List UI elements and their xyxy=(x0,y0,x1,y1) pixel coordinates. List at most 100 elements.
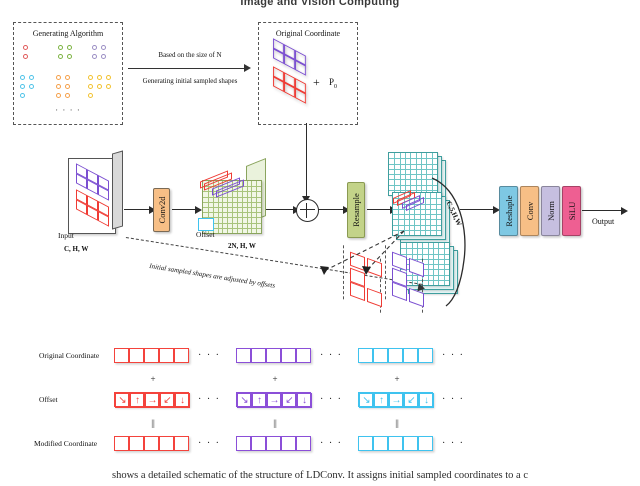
offset-grid-line xyxy=(203,222,261,224)
feature-cube-middle-grid xyxy=(393,229,441,231)
table-cell xyxy=(159,436,174,451)
resample-label: Resample xyxy=(351,193,361,227)
feature-cube-bottom-grid xyxy=(401,248,449,250)
offset-arrow-glyph: ↘ xyxy=(237,393,252,408)
table-operator: + xyxy=(150,374,156,384)
offset-arrow-glyph: → xyxy=(389,393,404,408)
arrow-sum-to-resample xyxy=(318,204,350,215)
offset-grid-line xyxy=(203,212,261,214)
sum-node xyxy=(296,199,319,222)
table-operator: || xyxy=(273,418,277,428)
feature-cube-middle-grid xyxy=(393,224,441,226)
group-orange-dot xyxy=(65,75,70,80)
group-orange-dot xyxy=(56,93,61,98)
table-ellipsis: · · · xyxy=(198,350,221,361)
table-cell xyxy=(251,436,266,451)
final-block-label: Norm xyxy=(545,201,556,221)
group-yellow-dot xyxy=(97,84,102,89)
table-cell xyxy=(358,436,373,451)
final-block-norm[interactable]: Norm xyxy=(541,186,560,236)
group-orange-dot xyxy=(56,84,61,89)
group-purple-dot xyxy=(92,45,97,50)
group-purple-dot xyxy=(92,54,97,59)
p0-label: P0 xyxy=(329,77,338,90)
feature-cube-middle-grid xyxy=(393,208,441,210)
sampled-shape-connectors xyxy=(320,230,405,275)
table-cell xyxy=(358,348,373,363)
offset-tensor-cube xyxy=(196,157,268,240)
offset-dims-label: 2N, H, W xyxy=(228,242,256,250)
table-cell xyxy=(418,348,433,363)
table-cell-group-group-purple xyxy=(236,348,311,363)
table-cell-group-group-purple: ↘↑→↙↓ xyxy=(236,392,312,408)
table-ellipsis: · · · xyxy=(198,438,221,449)
feature-cube-middle-grid xyxy=(393,203,441,205)
table-cell: ↑ xyxy=(251,392,267,408)
table-row-label: Original Coordinate xyxy=(39,351,100,360)
table-cell: ↙ xyxy=(159,392,175,408)
table-cell xyxy=(174,436,189,451)
dot-pattern-zone xyxy=(14,45,122,103)
table-ellipsis: · · · xyxy=(320,350,343,361)
cshw-curve xyxy=(431,177,466,307)
table-cell xyxy=(296,436,311,451)
table-operator: + xyxy=(394,374,400,384)
conv2d-block[interactable]: Conv2d xyxy=(153,188,170,232)
feature-cube-top-grid xyxy=(389,174,437,175)
transition-arrow-bottom-caption: Generating initial sampled shapes xyxy=(142,77,238,85)
generating-algorithm-title: Generating Algorithm xyxy=(32,29,104,38)
resample-block[interactable]: Resample xyxy=(347,182,365,238)
offset-grid-line xyxy=(203,196,261,198)
transition-arrow-head xyxy=(244,64,251,72)
final-block-reshaple[interactable]: Reshaple xyxy=(499,186,518,236)
table-cell xyxy=(373,348,388,363)
arrow-conv2d-to-offset xyxy=(172,204,202,215)
group-yellow-dot xyxy=(88,84,93,89)
table-cell xyxy=(159,348,174,363)
feature-cube-bottom-grid xyxy=(401,258,449,260)
offset-grid-line xyxy=(203,227,261,229)
group-cyan-dot xyxy=(20,75,25,80)
group-green-dot xyxy=(67,54,72,59)
table-cell: ↓ xyxy=(174,392,190,408)
table-cell: ↙ xyxy=(281,392,297,408)
table-cell xyxy=(236,348,251,363)
final-block-silu[interactable]: SiLU xyxy=(562,186,581,236)
group-yellow-dot xyxy=(106,84,111,89)
table-cell xyxy=(281,348,296,363)
offset-grid-line xyxy=(203,191,261,193)
feature-cube-middle-grid xyxy=(393,219,441,221)
table-cell: ↑ xyxy=(129,392,145,408)
final-block-conv[interactable]: Conv xyxy=(520,186,539,236)
table-cell-group-group-cyan: ↘↑→↙↓ xyxy=(358,392,434,408)
table-cell xyxy=(236,436,251,451)
feature-cube-bottom-grid xyxy=(401,264,449,265)
table-cell xyxy=(373,436,388,451)
feature-cube-bottom-grid xyxy=(401,274,449,276)
feature-cube-top-layer xyxy=(388,152,438,196)
table-cell xyxy=(114,436,129,451)
table-cell: → xyxy=(266,392,282,408)
feature-cube-top-grid xyxy=(389,163,437,165)
table-cell: ↘ xyxy=(358,392,374,408)
table-cell xyxy=(114,348,129,363)
feature-cube-top-grid xyxy=(389,179,437,181)
arrow-resample-to-stack xyxy=(367,204,397,215)
table-cell: ↘ xyxy=(114,392,130,408)
table-cell xyxy=(129,436,144,451)
input-label: Input xyxy=(58,231,74,240)
group-yellow-dot xyxy=(88,75,93,80)
final-block-label: Conv xyxy=(524,201,535,221)
table-ellipsis: · · · xyxy=(442,350,465,361)
offset-arrow-glyph: ↙ xyxy=(160,393,175,408)
offset-arrow-glyph: ↘ xyxy=(115,393,130,408)
input-dims-label: C, H, W xyxy=(64,245,89,253)
group-purple-dot xyxy=(101,45,106,50)
group-red-dot xyxy=(23,54,28,59)
table-operator: || xyxy=(395,418,399,428)
offset-arrow-glyph: ↘ xyxy=(359,393,374,408)
table-ellipsis: · · · xyxy=(198,394,221,405)
table-cell-group-group-red xyxy=(114,348,189,363)
table-cell xyxy=(144,436,159,451)
offset-arrow-glyph: ↙ xyxy=(282,393,297,408)
